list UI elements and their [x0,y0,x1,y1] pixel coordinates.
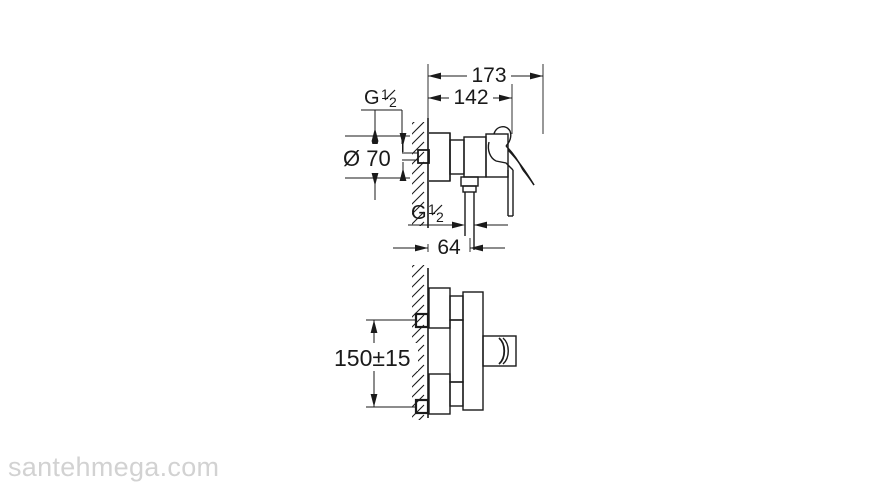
dimension-diameter-70-label: Ø 70 [343,146,391,171]
inlet-connector-lower-bottom [414,398,430,415]
outlet-connector-upper [460,176,479,193]
escutcheon-front-top [428,287,451,329]
thread-inlet-letter: G [364,87,380,109]
thread-outlet-denominator: 2 [436,209,444,225]
thread-outlet-letter: G [411,202,427,224]
site-watermark: santehmega.com [8,452,220,482]
inlet-connector-upper [417,149,430,164]
mixer-body-front [449,291,484,411]
thread-label-g-half-inlet: G 1 2 [361,86,403,154]
wall-hatching-upper [412,118,429,228]
dimension-142: 142 [428,86,512,110]
dimension-173: 173 [428,64,543,88]
escutcheon-front-bottom [428,373,451,415]
inlet-connector-lower-top [414,312,430,329]
lever-handle-upper [487,126,535,217]
dimension-142-label: 142 [453,86,488,109]
thread-label-g-half-outlet: G 1 2 [408,201,508,229]
dimension-diameter-70: Ø 70 [340,118,410,200]
dimension-150-label: 150±15 [334,345,411,371]
mixer-body-upper [449,133,509,178]
thread-inlet-numerator: 1 [381,86,389,102]
escutcheon-flange [429,132,451,182]
lever-handle-front [482,335,517,367]
dimension-64-label: 64 [437,236,461,259]
thread-inlet-denominator: 2 [389,94,397,110]
dimension-150-plus-minus-15: 150±15 [332,319,418,408]
dimension-173-label: 173 [471,64,506,87]
thread-outlet-numerator: 1 [428,201,436,217]
inlet-pipe-upper [400,152,418,161]
dimension-64: 64 [393,236,505,260]
